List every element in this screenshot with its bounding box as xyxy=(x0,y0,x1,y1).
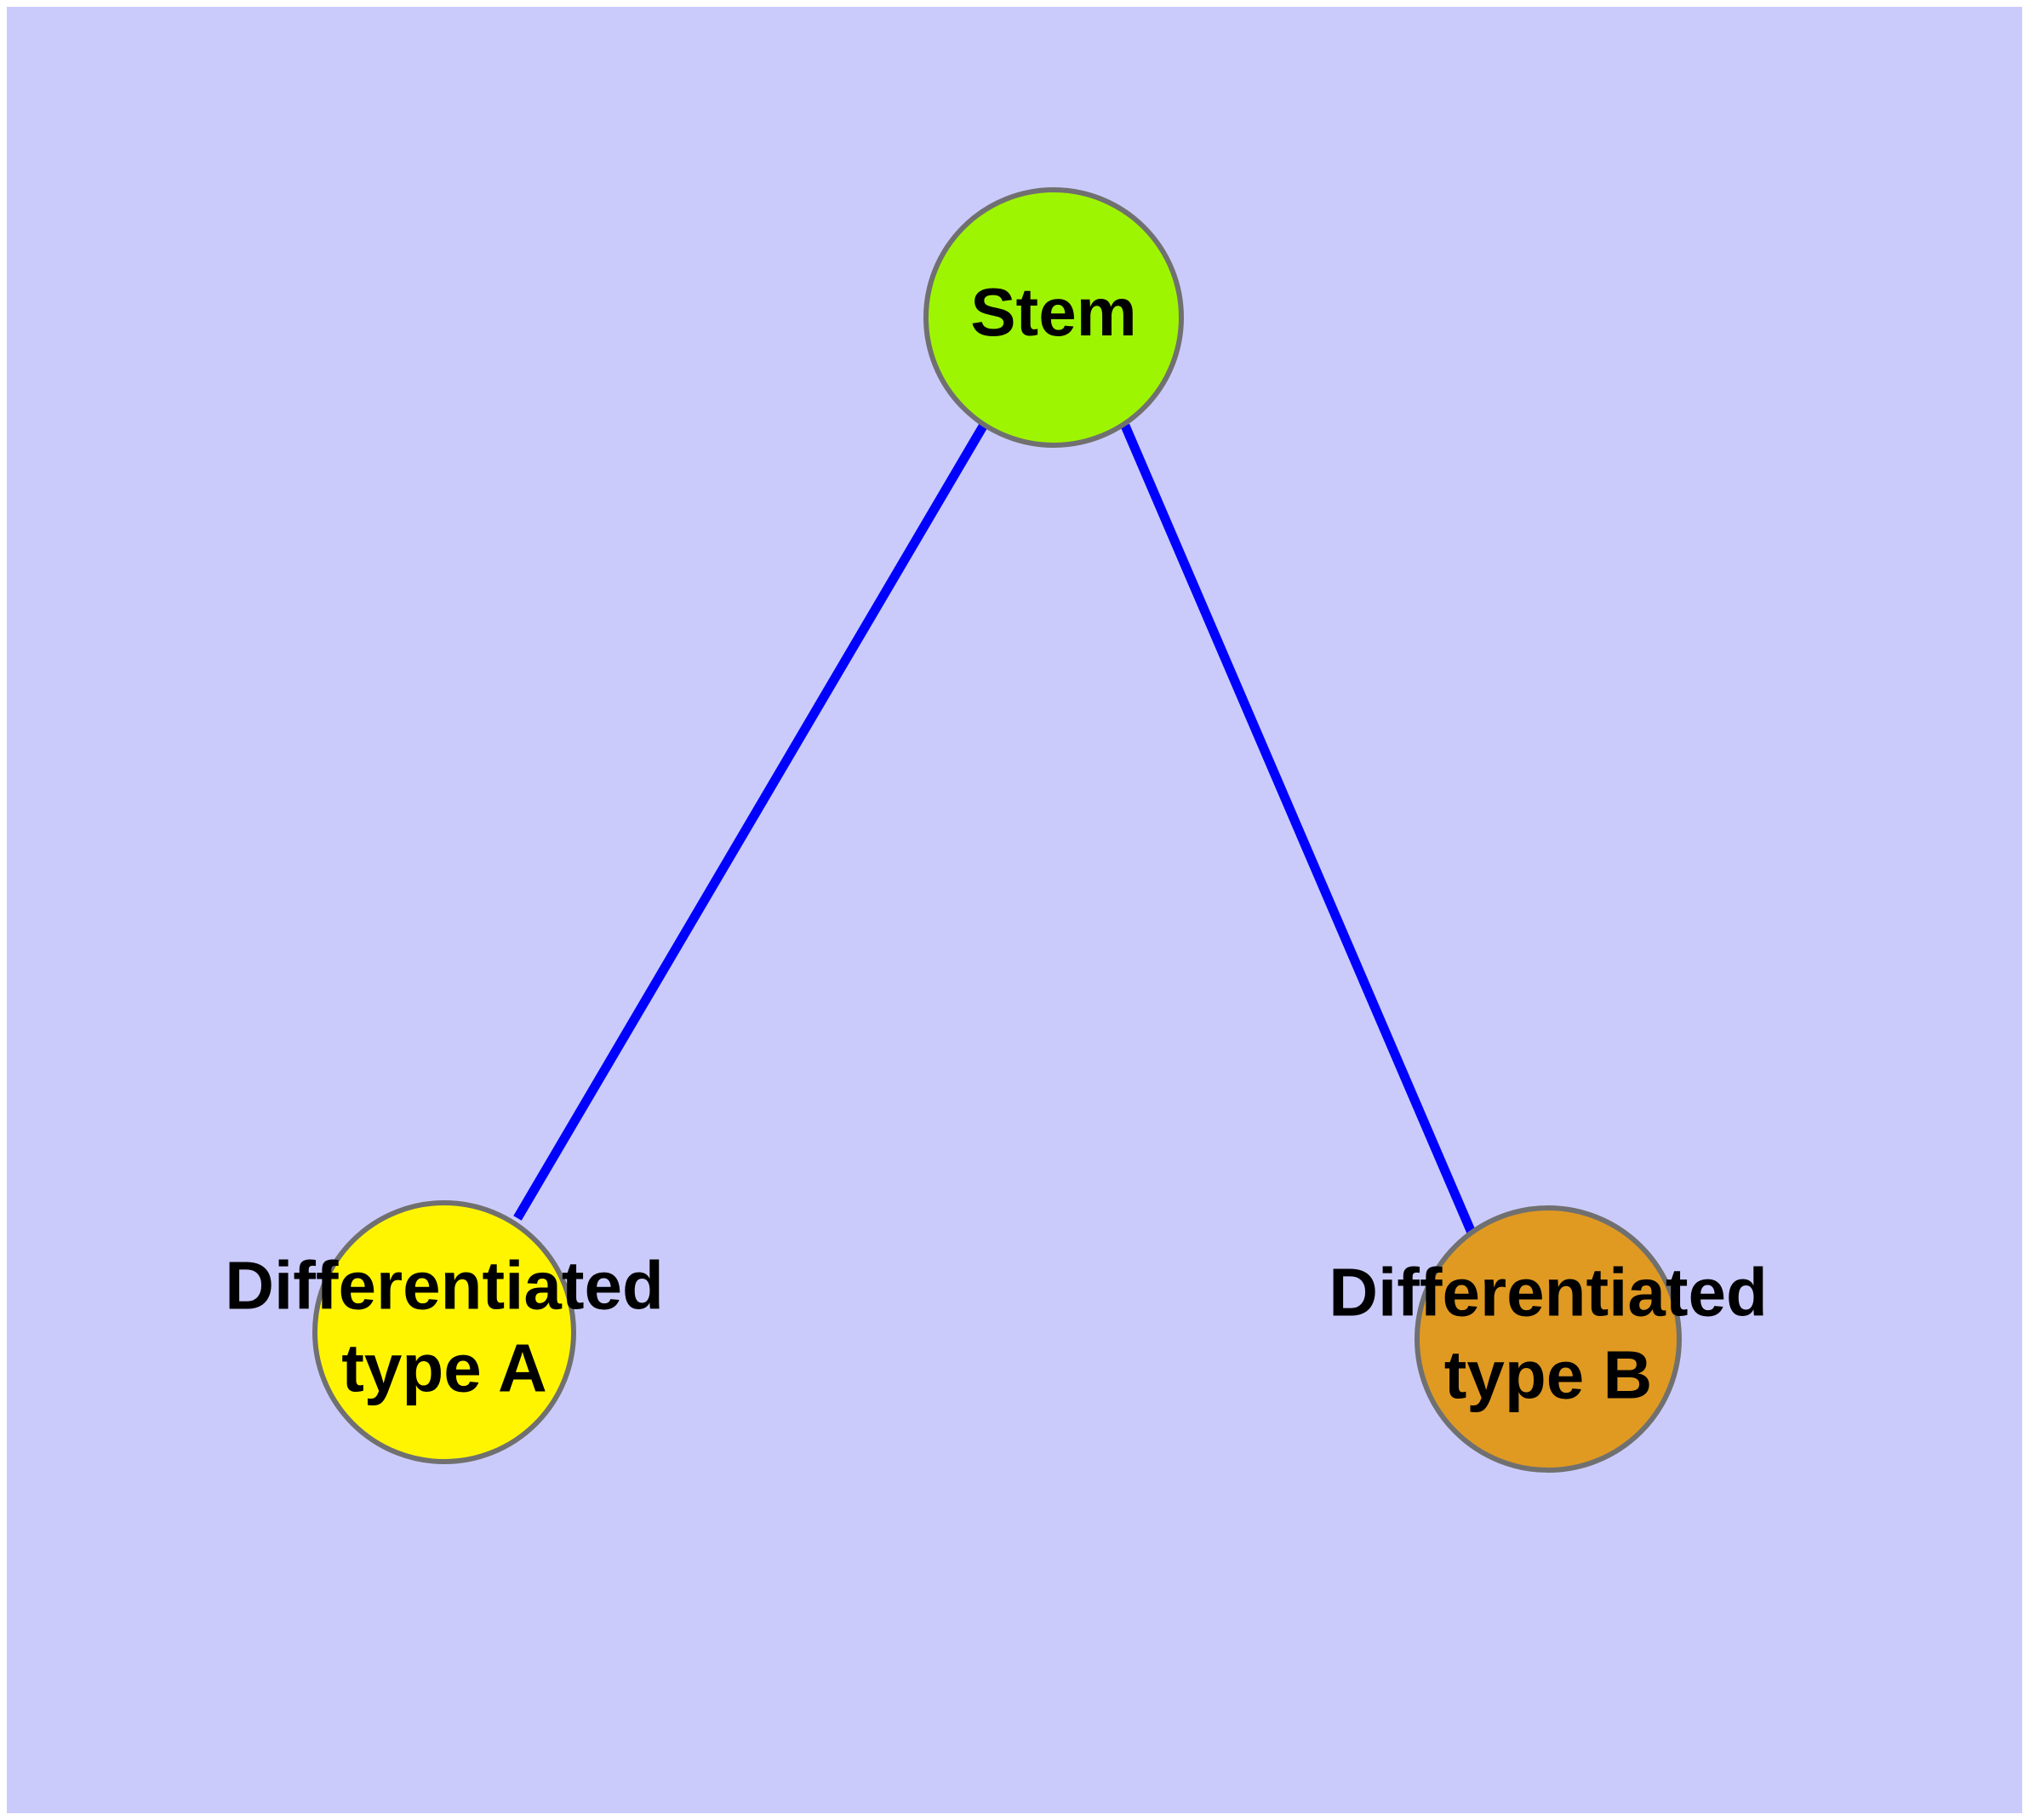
node-stem[interactable]: Stem xyxy=(923,187,1184,448)
node-differentiated-type-a-circle[interactable] xyxy=(312,1200,576,1464)
edges-group xyxy=(513,422,1477,1235)
node-stem-label: Stem xyxy=(970,274,1137,350)
node-differentiated-type-a[interactable]: Differentiated type A xyxy=(225,1200,664,1464)
edge-stem-to-differentiated-type-a[interactable] xyxy=(513,422,988,1221)
node-differentiated-type-b-label-line2: type B xyxy=(1444,1337,1653,1413)
node-differentiated-type-a-label-line2: type A xyxy=(341,1331,547,1406)
node-differentiated-type-b-label-line1: Differentiated xyxy=(1329,1255,1768,1331)
node-differentiated-type-b-circle[interactable] xyxy=(1415,1205,1682,1473)
nodes-group: Stem Differentiated type A Differentiate… xyxy=(225,187,1768,1473)
edge-stem-to-differentiated-type-b[interactable] xyxy=(1120,423,1477,1235)
node-stem-circle[interactable] xyxy=(923,187,1184,448)
node-differentiated-type-b[interactable]: Differentiated type B xyxy=(1329,1205,1768,1473)
node-differentiated-type-a-label-line1: Differentiated xyxy=(225,1248,664,1324)
